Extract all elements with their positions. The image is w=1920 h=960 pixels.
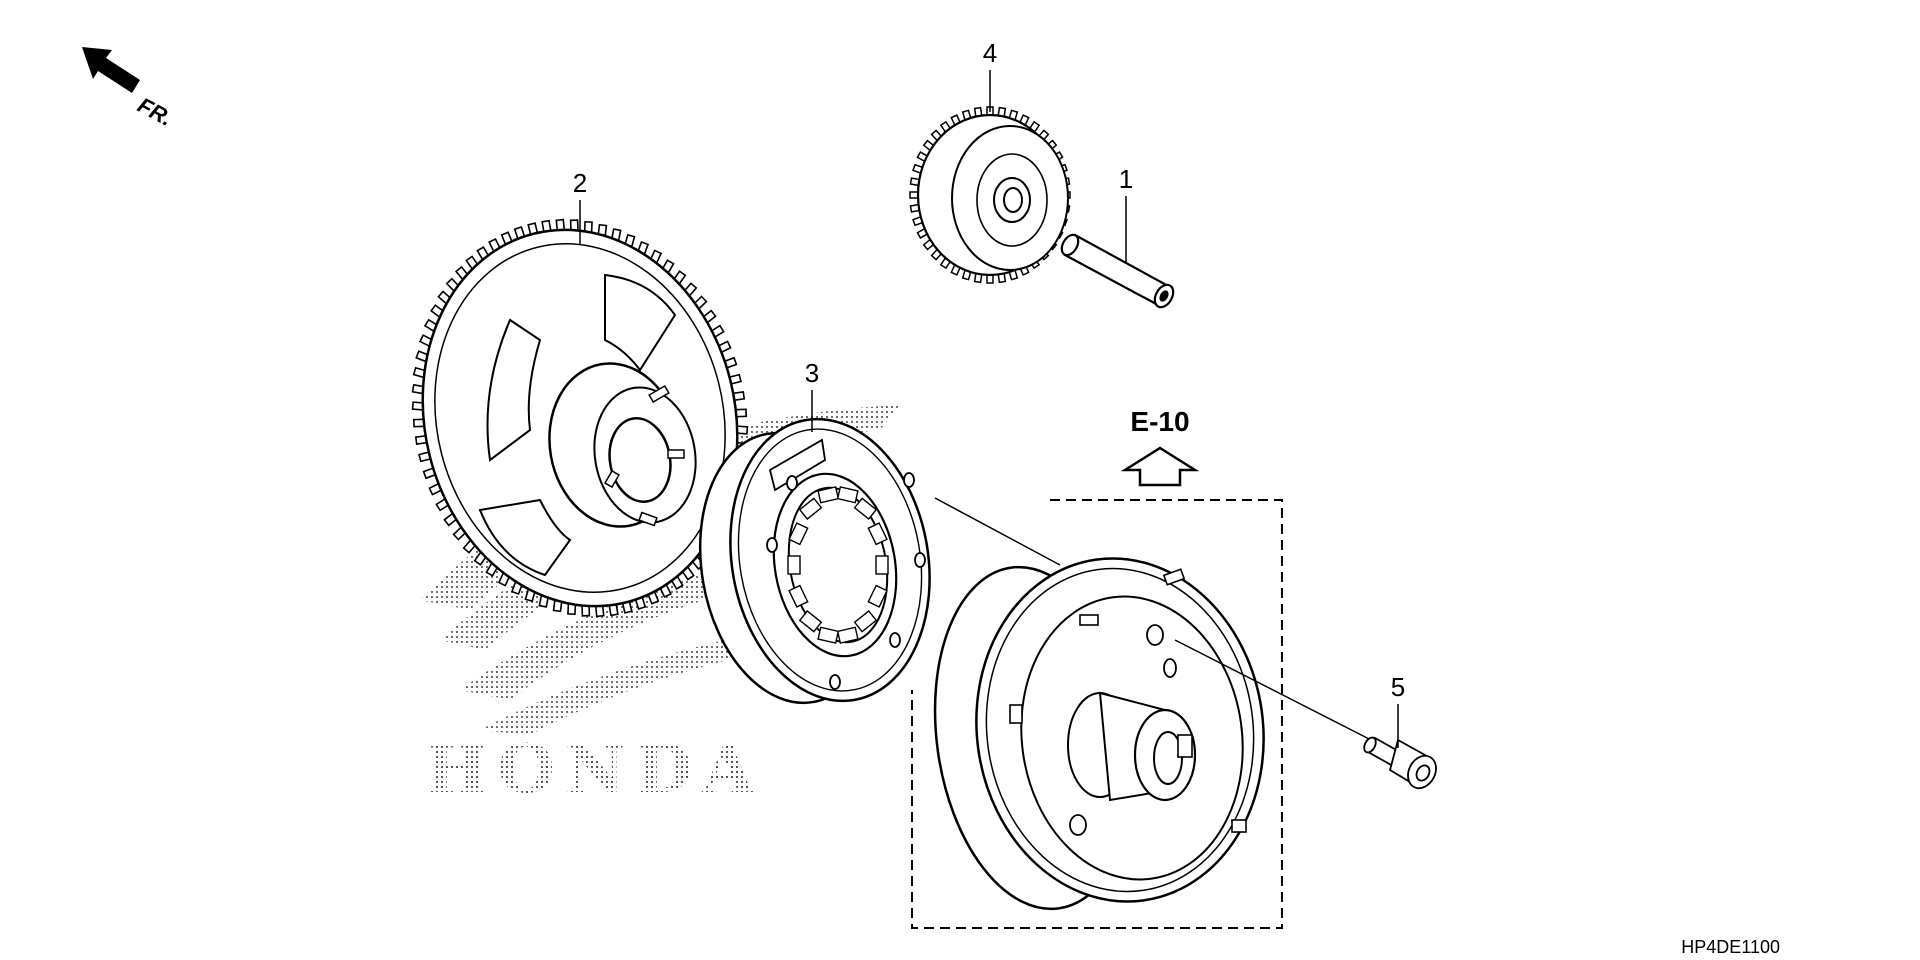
reference-label: E-10 xyxy=(1130,406,1189,437)
starter-reduction-gear xyxy=(909,106,1071,284)
clutch-roller xyxy=(798,497,823,520)
callout-3: 3 xyxy=(805,358,819,388)
flywheel xyxy=(933,557,1265,911)
flywheel-assembly-boundary xyxy=(911,499,1283,929)
pin xyxy=(1060,233,1175,309)
starter-clutch xyxy=(698,417,931,705)
callout-5: 5 xyxy=(1391,672,1405,702)
reference-group: E-10 xyxy=(1120,406,1200,487)
clutch-roller xyxy=(853,497,878,520)
front-direction-indicator: FR. xyxy=(82,47,177,131)
clutch-roller xyxy=(787,555,801,575)
front-arrow-icon xyxy=(82,47,140,93)
flange-bolt xyxy=(1363,736,1437,790)
clutch-roller xyxy=(867,522,888,546)
clutch-roller xyxy=(875,555,889,575)
clutch-roller xyxy=(836,486,859,504)
clutch-roller xyxy=(817,486,840,504)
clutch-roller xyxy=(798,610,823,633)
drawing-code: HP4DE1100 xyxy=(1681,937,1780,957)
front-label: FR. xyxy=(134,92,177,131)
watermark-text: HONDA xyxy=(425,730,764,808)
clutch-roller xyxy=(867,584,888,608)
assembly-leader-line xyxy=(934,497,1061,566)
up-arrow-icon xyxy=(1120,446,1200,487)
clutch-roller xyxy=(788,584,809,608)
callout-2: 2 xyxy=(573,168,587,198)
bolt-leader-line xyxy=(1174,639,1376,743)
clutch-roller xyxy=(836,626,859,644)
callouts: 2 4 1 3 5 xyxy=(573,38,1405,748)
callout-4: 4 xyxy=(983,38,997,68)
clutch-roller xyxy=(788,522,809,546)
callout-1: 1 xyxy=(1119,164,1133,194)
starter-driven-gear xyxy=(411,218,749,618)
clutch-roller xyxy=(853,610,878,633)
clutch-roller xyxy=(817,626,840,644)
